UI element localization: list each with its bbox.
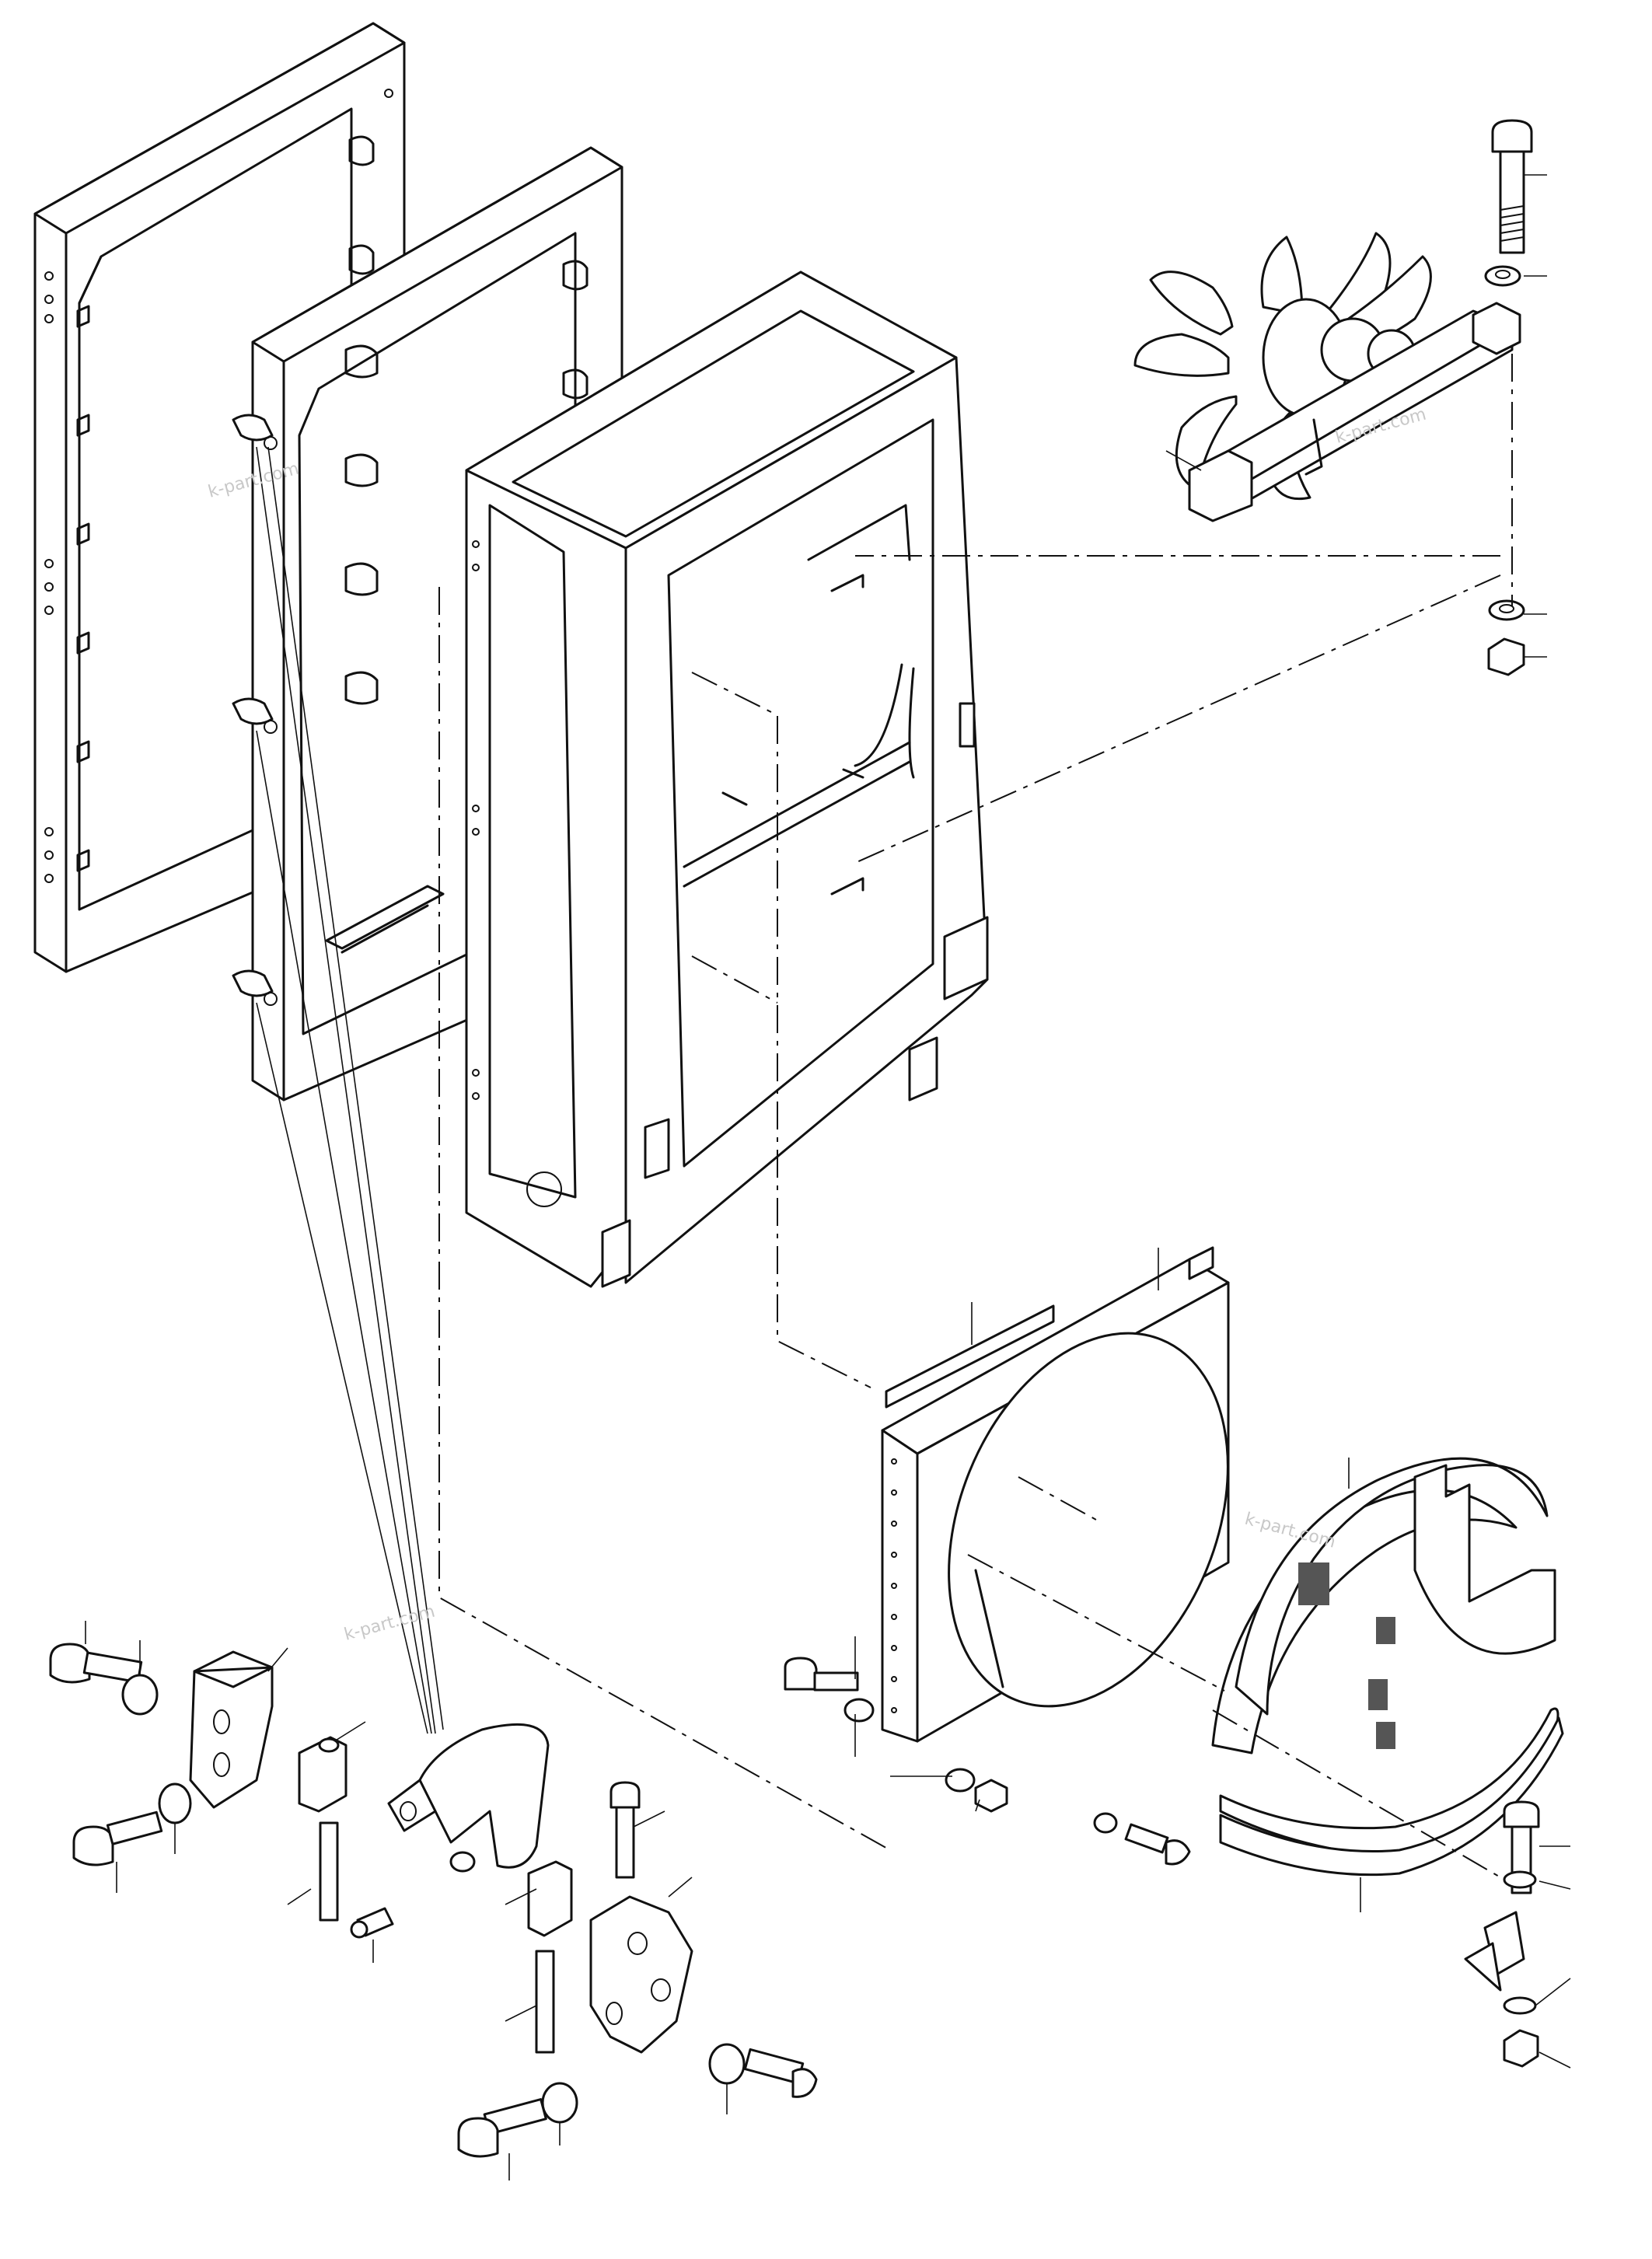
shroud-bolts — [784, 1636, 1191, 1866]
part-leaders — [971, 450, 1361, 1912]
fan-shroud-plate — [881, 1246, 1230, 1743]
watermark-text: k-part.com — [342, 1602, 437, 1645]
radiator-housing — [465, 271, 989, 1288]
cooling-fan-assembly — [1133, 232, 1521, 522]
fan-guard — [1211, 1457, 1564, 1877]
hinge-assembly — [49, 1621, 818, 2180]
bolt-stack-top-right — [1484, 119, 1547, 676]
assembly-center-lines — [438, 354, 1513, 1878]
hinge-reference-lines — [256, 446, 444, 1734]
bolt-stack-lower-right — [1464, 1800, 1571, 2069]
